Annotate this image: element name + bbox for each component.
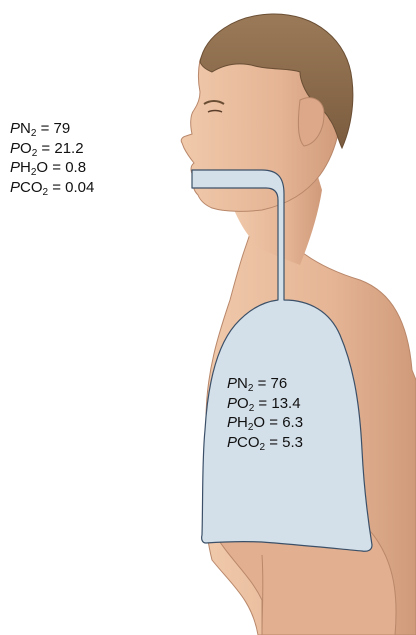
gas-formula: PH2O [227, 414, 265, 431]
pressure-value: = 0.8 [52, 159, 86, 176]
partial-pressure-row: PN2 = 79 [10, 119, 94, 139]
partial-pressure-row: PN2 = 76 [227, 374, 303, 394]
pressure-value: = 21.2 [41, 140, 83, 157]
partial-pressure-row: PH2O = 6.3 [227, 413, 303, 433]
gas-formula: PH2O [10, 159, 48, 176]
partial-pressure-row: PO2 = 13.4 [227, 394, 303, 414]
partial-pressure-row: PH2O = 0.8 [10, 158, 94, 178]
pressure-value: = 79 [41, 120, 71, 137]
pressure-value: = 0.04 [52, 179, 94, 196]
partial-pressure-row: PCO2 = 0.04 [10, 178, 94, 198]
pressure-value: = 5.3 [269, 434, 303, 451]
partial-pressure-row: PO2 = 21.2 [10, 139, 94, 159]
gas-formula: PCO2 [227, 434, 265, 451]
pressure-value: = 6.3 [269, 414, 303, 431]
gas-formula: PO2 [227, 395, 254, 412]
gas-formula: PN2 [227, 375, 253, 392]
gas-formula: PN2 [10, 120, 36, 137]
pressure-value: = 13.4 [258, 395, 300, 412]
partial-pressure-row: PCO2 = 5.3 [227, 433, 303, 453]
gas-formula: PCO2 [10, 179, 48, 196]
gas-formula: PO2 [10, 140, 37, 157]
pressure-value: = 76 [258, 375, 288, 392]
airway-and-lung [192, 170, 372, 551]
